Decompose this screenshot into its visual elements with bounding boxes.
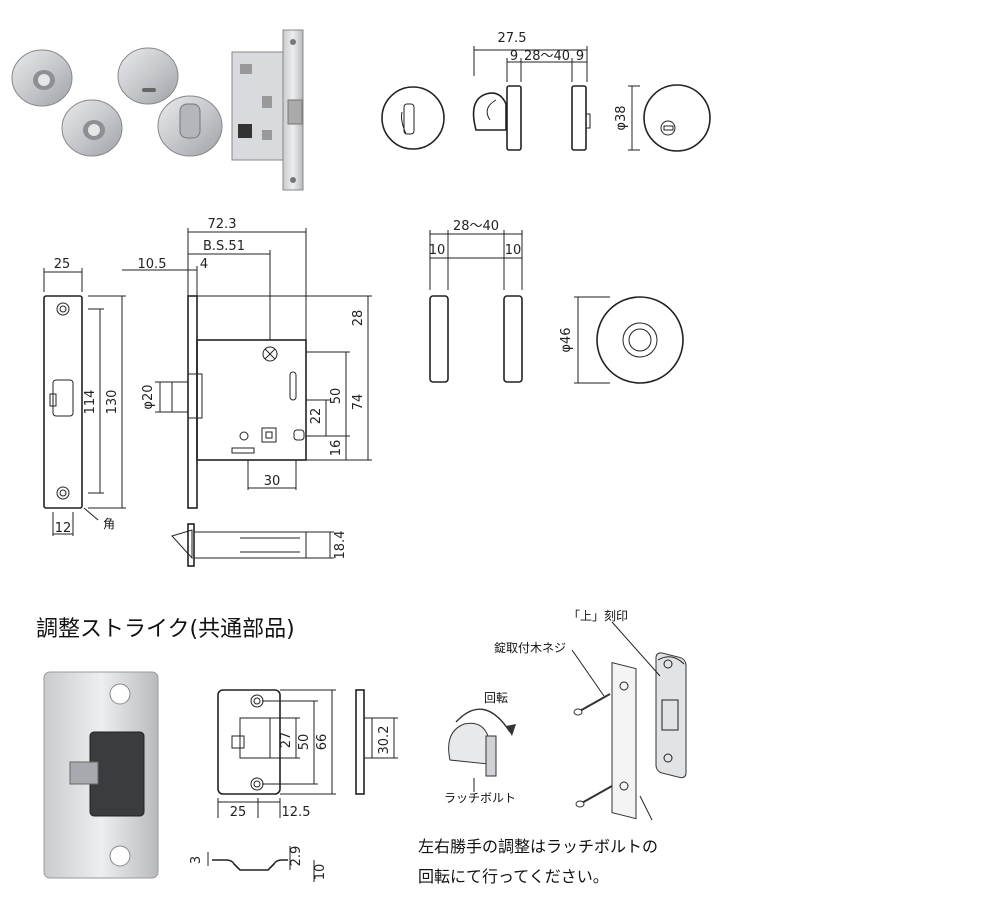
latch-side-drawing: 18.4 xyxy=(171,523,348,567)
strike-photo xyxy=(43,671,159,879)
dim-plate-offset: 10.5 xyxy=(138,257,167,272)
faceplate-assembly-illustration: 「上」刻印 錠取付木ネジ xyxy=(494,609,687,821)
note-line-1: 左右勝手の調整はラッチボルトの xyxy=(418,837,658,856)
indicator-front-drawing xyxy=(643,84,711,152)
strike-bottom-drawing: 3 2.9 10 xyxy=(189,846,328,882)
thumb-turn-side-drawing: 27.5 9 28～40 9 φ38 xyxy=(472,31,640,151)
dim-strike-height: 66 xyxy=(315,734,330,751)
dim-indicator-diameter: φ38 xyxy=(614,105,629,130)
dim-case-height: 74 xyxy=(351,394,366,411)
dim-faceplate-width: 25 xyxy=(54,257,71,272)
dim-strike-offset: 12.5 xyxy=(282,805,311,820)
strike-side-drawing: 30.2 xyxy=(355,689,398,795)
latch-rotation-illustration: 回転 ラッチボルト xyxy=(444,691,516,805)
lock-case-drawing: 72.3 B.S.51 10.5 4 28 50 74 22 16 φ20 30 xyxy=(122,217,372,509)
dim-total-depth: 27.5 xyxy=(498,31,527,46)
note-line-2: 回転にて行ってください。 xyxy=(418,867,609,886)
dim-door-range: 28～40 xyxy=(524,49,570,64)
thumb-turn-front-drawing xyxy=(381,86,445,150)
dim-plate-thk: 3 xyxy=(189,856,204,864)
dim-bottom-width: 30 xyxy=(264,474,281,489)
photo-indicator xyxy=(117,47,179,105)
dim-rosette-left: 10 xyxy=(429,243,446,258)
strike-section-title: 調整ストライク(共通部品) xyxy=(36,617,295,642)
photo-rosette-1 xyxy=(11,49,73,107)
dim-strike-width: 25 xyxy=(230,805,247,820)
dim-rosette-right: 10 xyxy=(505,243,522,258)
dim-box-height: 10 xyxy=(313,864,328,881)
strike-front-drawing: 27 50 66 25 12.5 xyxy=(217,689,336,820)
dim-rosette-range: 28～40 xyxy=(453,219,499,234)
dim-left-width: 9 xyxy=(510,49,518,64)
dim-lip-height: 2.9 xyxy=(289,846,304,867)
faceplate-drawing: 25 114 130 12 角 xyxy=(43,257,126,536)
photo-thumb-turn xyxy=(157,95,223,157)
photo-rosette-2 xyxy=(61,99,123,157)
dim-right-width: 9 xyxy=(576,49,584,64)
dim-strike-box-depth: 30.2 xyxy=(377,726,392,755)
label-rotate: 回転 xyxy=(484,691,508,705)
dim-spindle-height: 50 xyxy=(329,388,344,405)
dim-screw-pitch: 114 xyxy=(83,390,98,415)
product-photo-group xyxy=(11,29,304,191)
dim-plate-thickness: 4 xyxy=(200,257,208,272)
rosette-front-drawing: φ46 xyxy=(559,296,684,384)
dim-strike-hole-height: 27 xyxy=(279,732,294,749)
dim-top-offset: 28 xyxy=(351,310,366,327)
dim-case-depth: 72.3 xyxy=(208,217,237,232)
label-square-corner: 角 xyxy=(103,517,115,531)
rosette-side-drawing: 28～40 10 10 xyxy=(429,219,523,383)
dim-cam-spacing: 22 xyxy=(309,408,324,425)
dim-latch-width: 12 xyxy=(55,521,72,536)
dim-faceplate-height: 130 xyxy=(105,390,120,415)
label-stamp-top: 「上」刻印 xyxy=(568,609,628,623)
dim-bottom-offset: 16 xyxy=(329,440,344,457)
dim-rosette-diameter: φ46 xyxy=(559,327,574,352)
label-latch-bolt: ラッチボルト xyxy=(444,791,516,805)
dim-backset: B.S.51 xyxy=(203,239,245,254)
dim-latch-diameter: φ20 xyxy=(141,384,156,409)
label-mounting-screw: 錠取付木ネジ xyxy=(494,640,566,655)
photo-lock-case xyxy=(231,29,304,191)
dim-strike-screw-pitch: 50 xyxy=(297,734,312,751)
dim-latch-thickness: 18.4 xyxy=(333,531,348,560)
